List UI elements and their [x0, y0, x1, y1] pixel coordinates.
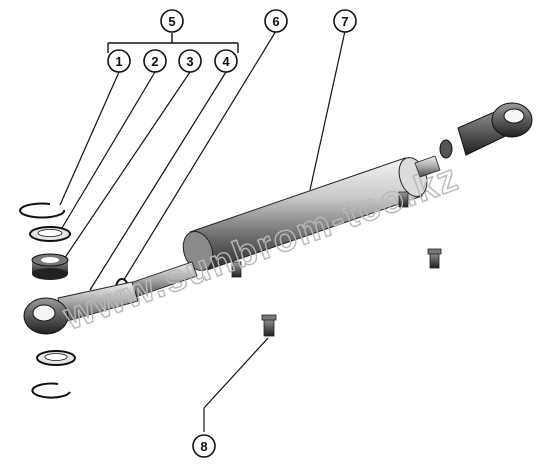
watermark: www.sunbrom-tco.kz	[58, 156, 465, 338]
callout-4: 4	[214, 49, 238, 73]
callout-5: 5	[160, 9, 184, 33]
svg-text:7: 7	[341, 14, 348, 29]
left-rod-eye	[23, 281, 139, 335]
grease-nipple-8	[261, 314, 277, 337]
grease-nipple-right	[427, 248, 442, 269]
leader-lines	[59, 30, 346, 432]
cylinder-body	[182, 155, 441, 278]
seal-ring-1	[19, 202, 66, 219]
svg-text:4: 4	[222, 54, 230, 69]
svg-text:2: 2	[151, 54, 158, 69]
callout-2: 2	[143, 49, 167, 73]
lower-ring	[31, 382, 71, 399]
svg-text:5: 5	[168, 14, 175, 29]
right-rod-eye	[439, 102, 533, 159]
callout-6: 6	[264, 9, 288, 33]
svg-text:6: 6	[272, 14, 279, 29]
group-bracket	[107, 33, 239, 53]
bushing-3	[31, 253, 69, 280]
lower-washer	[36, 350, 76, 366]
svg-text:3: 3	[186, 54, 193, 69]
svg-text:8: 8	[200, 439, 207, 454]
callout-1: 1	[107, 49, 131, 73]
svg-text:1: 1	[115, 54, 122, 69]
callout-7: 7	[333, 9, 357, 33]
callout-8: 8	[192, 434, 216, 458]
callout-3: 3	[178, 49, 202, 73]
seal-ring-2	[29, 226, 71, 242]
